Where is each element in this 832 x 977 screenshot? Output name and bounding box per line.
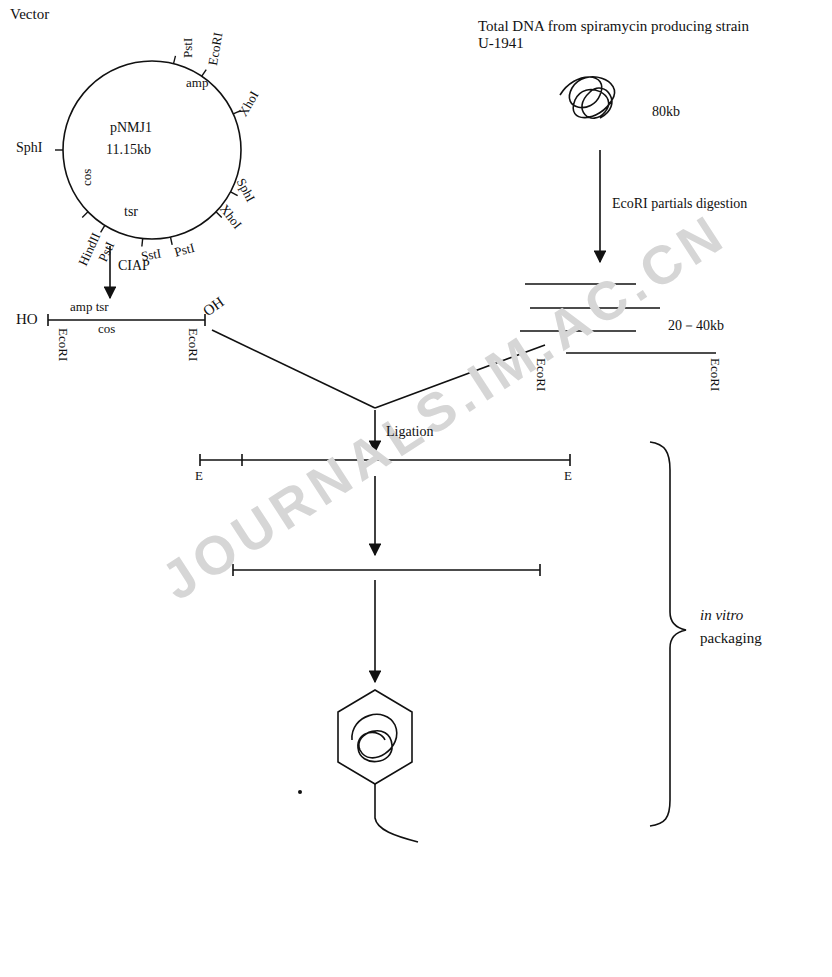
watermark: JOURNALS.IM.AC.CN	[150, 201, 737, 613]
diagram-label: E	[195, 469, 203, 484]
bracket	[650, 442, 686, 826]
diagram-label: SphI	[16, 140, 42, 156]
diagram-label: EcoRI partials digestion	[612, 196, 747, 212]
plasmid-ring	[63, 61, 241, 239]
diagram-label: packaging	[700, 630, 762, 647]
diagram-label: CIAP	[118, 258, 150, 274]
diagram-label: 20－40kb	[668, 318, 724, 334]
diagram-label: Total DNA from spiramycin producing stra…	[478, 18, 753, 53]
diagram-label: Ligation	[386, 424, 433, 440]
diagram-label: E	[564, 469, 572, 484]
process-arrow	[374, 580, 376, 682]
heading-label: Vector	[10, 6, 49, 23]
plasmid-circle: pNMJ1 11.15kb	[62, 60, 242, 240]
diagram-label: EcoRI	[55, 328, 70, 361]
diagram-label: cos	[98, 322, 115, 337]
dot	[298, 790, 302, 794]
site-tick	[101, 225, 105, 232]
diagram-label: PstI	[181, 38, 196, 58]
diagram-label: EcoRI	[206, 31, 226, 66]
process-arrow	[599, 150, 601, 262]
phage-head	[338, 690, 412, 784]
diagram-label: 80kb	[652, 104, 680, 120]
linear-vector	[48, 319, 205, 321]
phage-tail	[375, 784, 418, 842]
site-tick	[202, 70, 206, 77]
packaged-dna	[352, 714, 397, 761]
site-tick	[141, 239, 143, 247]
dna-fragment	[566, 352, 716, 354]
diagram-label: cos	[80, 169, 95, 186]
diagram-label: EcoRI	[533, 358, 548, 391]
diagram-label: tsr	[124, 204, 138, 220]
diagram-label: amp tsr	[70, 300, 109, 315]
join-line	[212, 330, 375, 408]
diagram-label: HO	[16, 311, 38, 328]
cos-cut-dna	[233, 569, 540, 571]
site-tick	[171, 237, 173, 245]
dna-tangle	[560, 77, 615, 118]
site-tick	[216, 212, 222, 218]
diagram-label: in vitro	[700, 607, 743, 624]
diagram-label: PstI	[173, 241, 196, 261]
plasmid-name: pNMJ1	[110, 120, 152, 136]
site-tick	[82, 212, 88, 218]
plasmid-size: 11.15kb	[106, 142, 151, 158]
diagram-label: XhoI	[236, 89, 262, 120]
diagram-label: EcoRI	[185, 328, 200, 361]
plasmid-outline	[52, 50, 252, 250]
diagram-label: EcoRI	[707, 358, 722, 391]
diagram-label: OH	[200, 294, 228, 321]
site-tick	[231, 192, 238, 196]
site-tick	[233, 111, 240, 114]
site-tick	[55, 149, 63, 150]
site-tick	[174, 56, 176, 64]
